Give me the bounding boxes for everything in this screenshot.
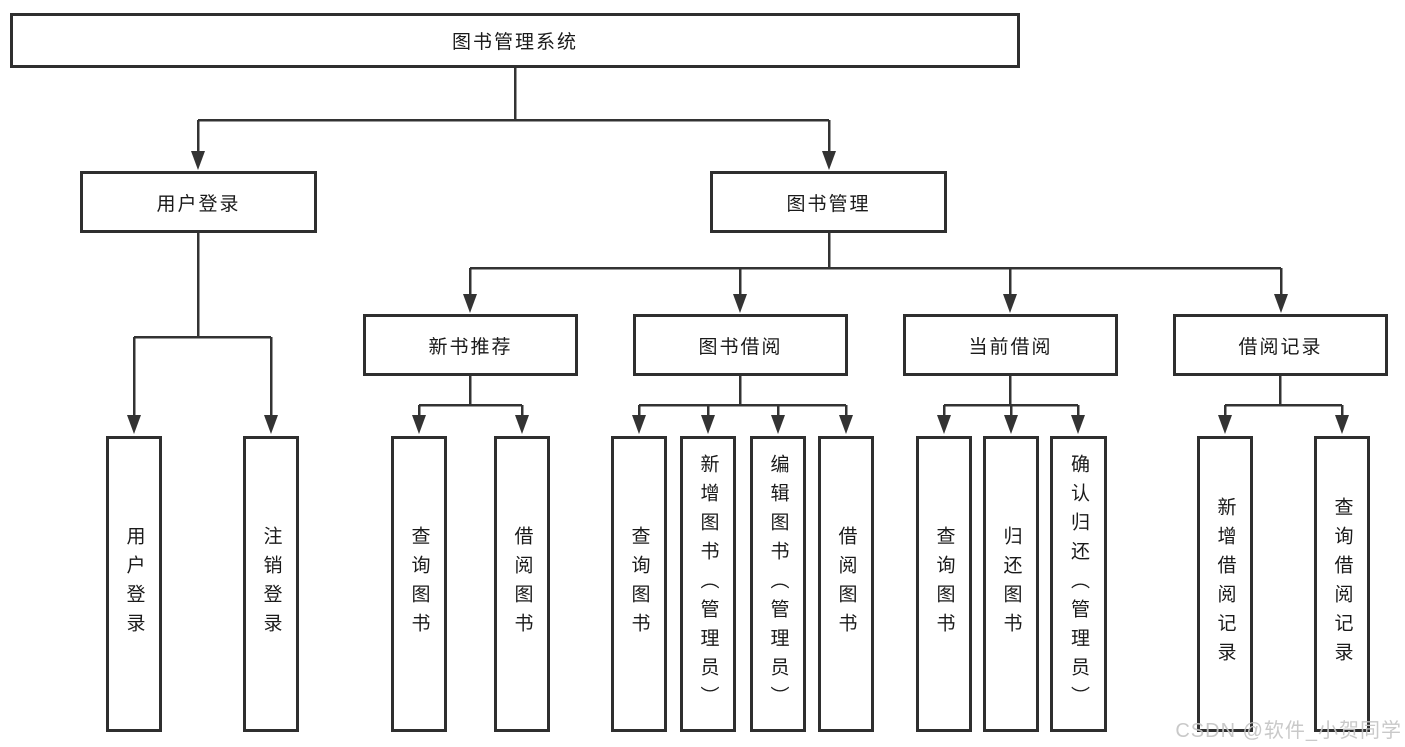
node-current-borrow-label: 当前借阅 <box>968 336 1053 358</box>
leaf-bb-add-book-admin-label: 新增图书（管理员） <box>697 453 719 715</box>
leaf-nb-borrow-books-label: 借阅图书 <box>511 526 533 642</box>
arrowheads <box>127 151 1349 434</box>
leaf-nb-query-books: 查询图书 <box>391 436 447 732</box>
node-new-book-recommend-label: 新书推荐 <box>428 336 513 358</box>
leaf-nb-query-books-label: 查询图书 <box>408 526 430 642</box>
leaf-cb-confirm-return-admin-label: 确认归还（管理员） <box>1068 453 1089 715</box>
leaf-bb-add-book-admin: 新增图书（管理员） <box>680 436 736 732</box>
csdn-watermark: CSDN @软件_小贺同学 <box>1175 720 1402 742</box>
node-user-login: 用户登录 <box>80 171 317 233</box>
leaf-br-add-record: 新增借阅记录 <box>1197 436 1253 732</box>
leaf-cb-confirm-return-admin: 确认归还（管理员） <box>1050 436 1107 732</box>
connector-paths <box>132 68 1344 417</box>
node-borrow-records: 借阅记录 <box>1173 314 1388 376</box>
leaf-logout-label: 注销登录 <box>260 526 282 642</box>
node-root-label: 图书管理系统 <box>451 32 578 53</box>
leaf-bb-borrow-books-label: 借阅图书 <box>835 526 857 642</box>
leaf-cb-query-books: 查询图书 <box>916 436 972 732</box>
leaf-bb-edit-book-admin-label: 编辑图书（管理员） <box>767 453 789 715</box>
leaf-cb-return-books: 归还图书 <box>983 436 1039 732</box>
leaf-nb-borrow-books: 借阅图书 <box>494 436 550 732</box>
node-book-management: 图书管理 <box>710 171 947 233</box>
leaf-logout: 注销登录 <box>243 436 299 732</box>
leaf-cb-query-books-label: 查询图书 <box>933 526 955 642</box>
leaf-br-query-record-label: 查询借阅记录 <box>1331 497 1353 671</box>
leaf-bb-query-books: 查询图书 <box>611 436 667 732</box>
node-root-system: 图书管理系统 <box>10 13 1020 68</box>
leaf-br-query-record: 查询借阅记录 <box>1314 436 1370 732</box>
node-book-management-label: 图书管理 <box>786 193 871 215</box>
node-book-borrow-label: 图书借阅 <box>698 336 783 358</box>
node-current-borrow: 当前借阅 <box>903 314 1118 376</box>
node-user-login-label: 用户登录 <box>156 193 241 215</box>
leaf-bb-borrow-books: 借阅图书 <box>818 436 874 732</box>
leaf-user-login-label: 用户登录 <box>123 526 145 642</box>
leaf-bb-query-books-label: 查询图书 <box>628 526 650 642</box>
leaf-user-login: 用户登录 <box>106 436 162 732</box>
leaf-bb-edit-book-admin: 编辑图书（管理员） <box>750 436 806 732</box>
node-new-book-recommend: 新书推荐 <box>363 314 578 376</box>
leaf-cb-return-books-label: 归还图书 <box>1000 526 1022 642</box>
leaf-br-add-record-label: 新增借阅记录 <box>1214 497 1236 671</box>
node-book-borrow: 图书借阅 <box>633 314 848 376</box>
node-borrow-records-label: 借阅记录 <box>1238 336 1323 358</box>
